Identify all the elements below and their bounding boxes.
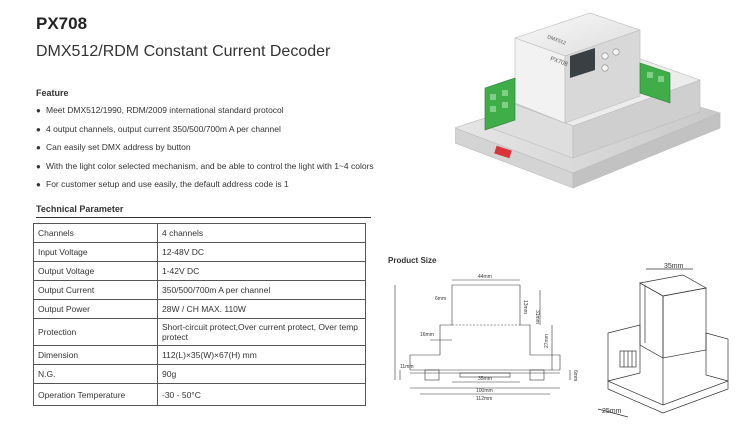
dim-11: 11mm <box>400 364 414 370</box>
spec-value: 350/500/700m A per channel <box>157 280 366 300</box>
spec-value: -30 - 50°C <box>157 383 366 406</box>
dim-27: 27mm <box>544 334 550 348</box>
product-size-heading: Product Size <box>388 256 437 265</box>
bullet-icon: ● <box>36 180 41 189</box>
table-row: N.G.90g <box>33 364 366 384</box>
spec-value: 1-42V DC <box>157 261 366 281</box>
product-subtitle: DMX512/RDM Constant Current Decoder <box>36 43 331 60</box>
product-photo: DMX512 PX708 <box>455 12 721 189</box>
spec-label: Operation Temperature <box>33 383 158 406</box>
spec-label: Channels <box>33 223 158 243</box>
dimension-drawing: 44mm 6mm 13mm 16mm 67mm 31mm 27mm 11mm 3… <box>394 274 578 402</box>
spec-label: Output Power <box>33 299 158 319</box>
spec-label: Input Voltage <box>33 242 158 262</box>
spec-value: 12-48V DC <box>157 242 366 262</box>
feature-list: ●Meet DMX512/1990, RDM/2009 internationa… <box>36 101 436 194</box>
spec-label: Dimension <box>33 345 158 365</box>
dim-13: 13mm <box>522 300 528 314</box>
bullet-icon: ● <box>36 143 41 152</box>
table-row: Operation Temperature-30 - 50°C <box>33 383 366 406</box>
spec-value: Short-circuit protect,Over current prote… <box>157 318 366 346</box>
bullet-icon: ● <box>36 161 41 171</box>
dim-100: 100mm <box>476 388 493 394</box>
list-item: ●Meet DMX512/1990, RDM/2009 internationa… <box>36 101 436 120</box>
feature-heading: Feature <box>36 88 69 98</box>
list-item: ●For customer setup and use easily, the … <box>36 175 436 194</box>
list-item: ●4 output channels, output current 350/5… <box>36 120 436 139</box>
dim-35: 35mm <box>478 376 492 382</box>
dim-44: 44mm <box>478 274 492 280</box>
spec-label: Protection <box>33 318 158 346</box>
model-title: PX708 <box>36 14 88 33</box>
bullet-icon: ● <box>36 106 41 115</box>
terminal-block-right <box>639 62 671 104</box>
spec-label: Output Voltage <box>33 261 158 281</box>
terminal-block-left <box>484 77 516 131</box>
dim-16: 16mm <box>420 332 434 338</box>
spec-label: Output Current <box>33 280 158 300</box>
spec-label: N.G. <box>33 364 158 384</box>
spec-value: 112(L)×35(W)×67(H) mm <box>157 345 366 365</box>
dim-6-bottom: 6mm <box>572 370 578 381</box>
dim-6: 6mm <box>435 296 446 302</box>
spec-value: 4 channels <box>157 223 366 243</box>
list-item: ●Can easily set DMX address by button <box>36 138 436 157</box>
technical-heading: Technical Parameter <box>36 204 373 218</box>
dip-switch <box>494 145 512 159</box>
dim-112: 112mm <box>476 396 492 402</box>
dim-31: 31mm <box>534 310 540 324</box>
isometric-drawing: 35mm 25mm <box>597 263 729 418</box>
spec-value: 90g <box>157 364 366 384</box>
list-item: ●With the light color selected mechanism… <box>36 157 436 176</box>
bullet-icon: ● <box>36 124 41 134</box>
spec-value: 28W / CH MAX. 110W <box>157 299 366 319</box>
iso-dim-35: 35mm <box>664 263 684 270</box>
iso-dim-25: 25mm <box>602 408 622 415</box>
